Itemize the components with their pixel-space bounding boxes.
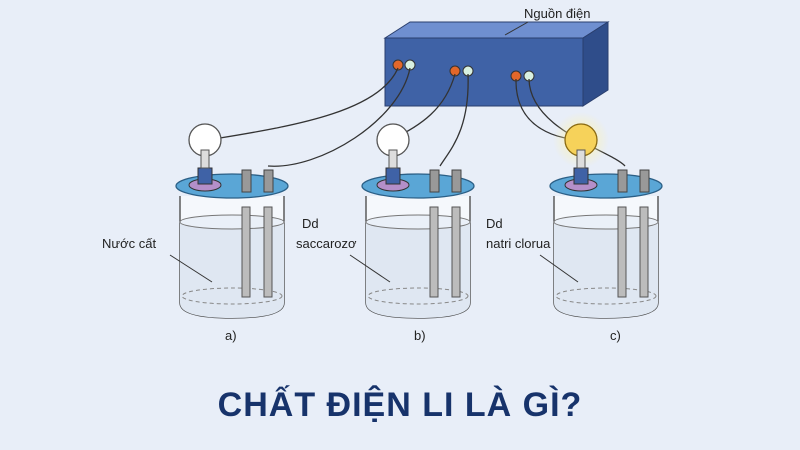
page-title: CHẤT ĐIỆN LI LÀ GÌ?: [217, 386, 583, 424]
beaker-b: [361, 123, 475, 319]
label-c-line2: natri clorua: [486, 236, 551, 251]
label-b-line2: saccarozơ: [296, 236, 357, 251]
beaker-c: [549, 112, 663, 319]
label-c-line1: Dd: [486, 216, 503, 231]
terminal-red-a: [392, 59, 404, 71]
caption-b: b): [414, 328, 426, 343]
power-source-label: Nguồn điện: [524, 6, 591, 21]
beaker-a: [175, 123, 289, 319]
caption-a: a): [225, 328, 237, 343]
label-a: Nước cất: [102, 236, 156, 251]
label-b-line1: Dd: [302, 216, 319, 231]
caption-c: c): [610, 328, 621, 343]
power-source: [383, 21, 610, 107]
